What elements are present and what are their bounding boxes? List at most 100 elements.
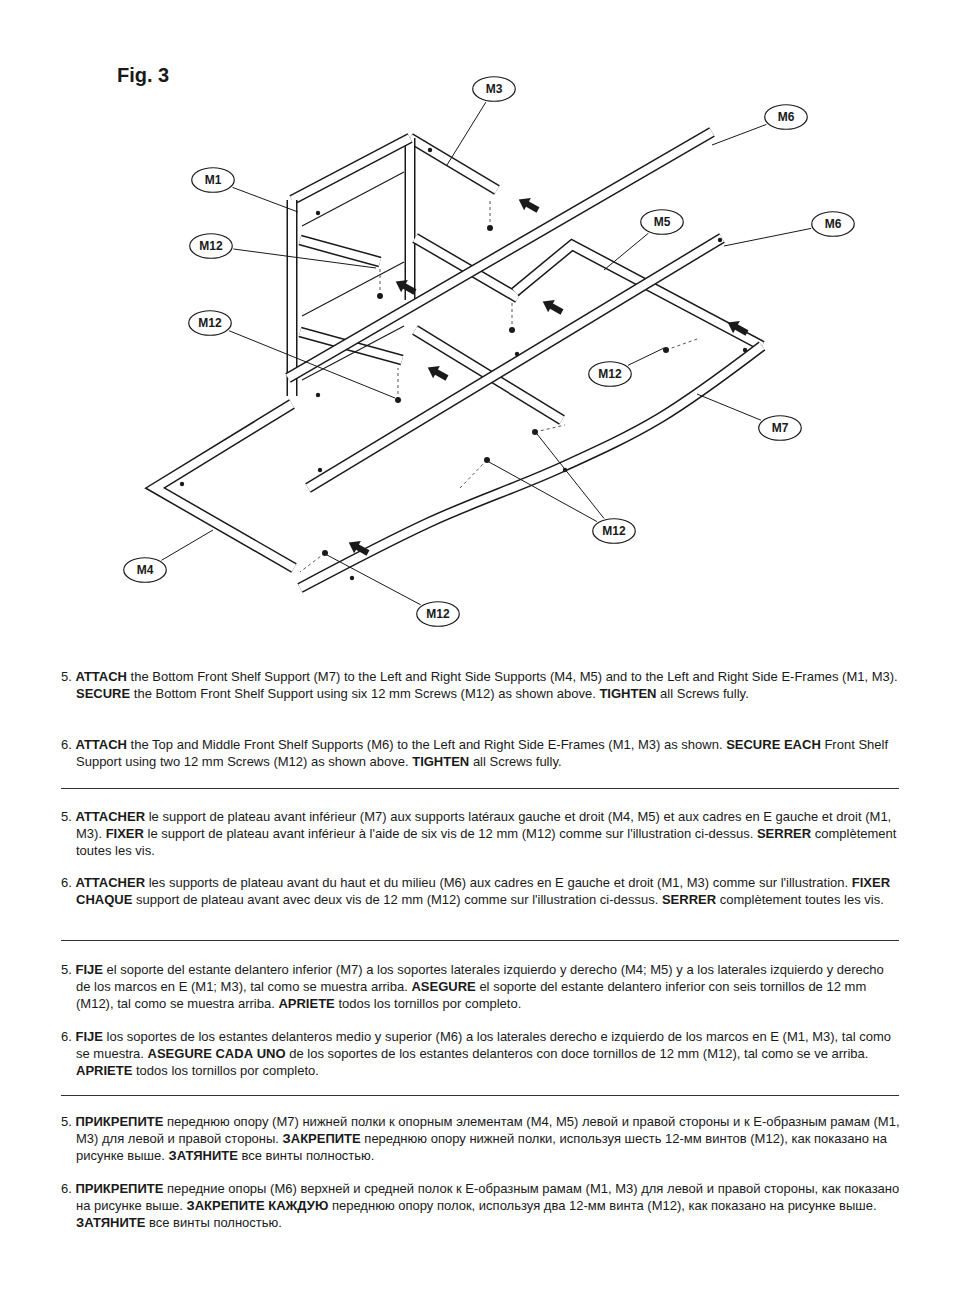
leader-line [628,348,664,365]
part-label: M6 [825,217,842,231]
bubble-ellipse [641,210,684,235]
guide-line [490,200,491,228]
callout-bubble: M12 [416,601,460,627]
leader-line [229,331,395,398]
frame-tube-outline [287,200,298,396]
frame-tube [292,138,410,200]
guide-line [460,460,487,488]
callout-bubble: M3 [472,76,516,102]
part-label: M12 [602,524,625,538]
callout-bubble: M12 [592,518,636,544]
part-label: M6 [778,110,795,124]
screw-hole [318,468,322,472]
bubble-ellipse [190,234,233,259]
callout-bubble: M6 [764,104,808,130]
screw-hole [718,238,722,242]
screw [509,327,515,333]
assembly-arrow [515,193,541,216]
assembly-arrow [392,275,418,298]
screw-hole [316,393,320,397]
frame-tube [300,240,380,262]
screw [487,225,493,231]
frame-edge [302,326,404,380]
frame-tube-outline [405,138,416,300]
callout-bubble: M5 [640,209,684,235]
frame-tube-outline [292,138,410,200]
instruction-text: 6. ПРИКРЕПИТЕ передние опоры (M6) верхне… [61,1180,901,1231]
bubble-ellipse [759,416,802,441]
frame-group [155,132,762,588]
screw [377,293,383,299]
leader-line [233,249,376,268]
bubble-ellipse [473,77,516,102]
leader-line [233,187,298,212]
part-label: M1 [205,173,222,187]
leader-line [489,462,597,522]
frame-tube-outline [300,240,380,262]
figure-title: Fig. 3 [117,64,169,87]
divider-rule [61,940,899,941]
assembly-arrow [424,361,450,384]
part-label: M7 [772,421,789,435]
guide-line [512,302,513,330]
leader-line [537,434,604,518]
frame-tube [300,346,762,588]
leader-line [697,394,761,420]
frame-tube [515,245,762,346]
instruction-text: 5. FIJE el soporte del estante delantero… [61,961,901,1012]
leader-line [724,228,811,246]
screw-hole [428,148,432,152]
leader-line [712,124,766,145]
frame-tube [406,138,414,300]
guide-line [398,368,399,400]
frame-tube [288,132,712,378]
bubble-ellipse [812,212,855,237]
screw-group [300,200,700,572]
leader-line [604,233,648,270]
frame-tube [410,138,497,190]
screw-hole [350,576,354,580]
screw-hole [515,352,519,356]
frame-tube-outline [288,132,712,378]
instruction-text: 5. ПРИКРЕПИТЕ переднюю опору (M7) нижней… [61,1113,901,1164]
frame-tube-outline [300,346,762,588]
frame-tube [155,404,294,568]
part-label: M12 [199,239,222,253]
instruction-text: 6. ATTACHER les supports de plateau avan… [61,874,901,908]
callout-bubble: M12 [588,361,632,387]
frame-edge [302,172,404,226]
frame-edge [302,262,404,316]
part-label: M12 [198,316,221,330]
part-label: M12 [426,607,449,621]
callout-bubble: M4 [123,557,167,583]
guide-line [666,338,700,350]
assembly-arrow [724,316,750,339]
screw-hole [743,348,747,352]
part-label: M12 [598,367,621,381]
screw-hole [180,482,184,486]
frame-tube-outline [308,238,722,488]
callout-bubble: M12 [189,233,233,259]
frame-tube-outline [155,404,294,568]
frame-tube-outline [515,245,762,346]
guide-line [380,268,381,296]
guide-line [300,553,325,572]
divider-rule [61,1095,899,1096]
frame-tube-outline [410,138,497,190]
instruction-text: 6. FIJE los soportes de los estantes del… [61,1028,901,1079]
leader-line [162,530,213,560]
screw-hole [316,211,320,215]
leader-group [162,102,812,605]
assembly-arrow [539,295,565,318]
divider-rule [61,788,899,789]
callout-bubble: M12 [188,310,232,336]
part-label: M3 [486,82,503,96]
bubble-ellipse [593,519,636,544]
bubble-ellipse [417,602,460,627]
leader-line [327,555,421,605]
screw [395,397,401,403]
bubble-ellipse [124,558,167,583]
part-label: M4 [137,563,154,577]
callout-bubble: M1 [191,167,235,193]
